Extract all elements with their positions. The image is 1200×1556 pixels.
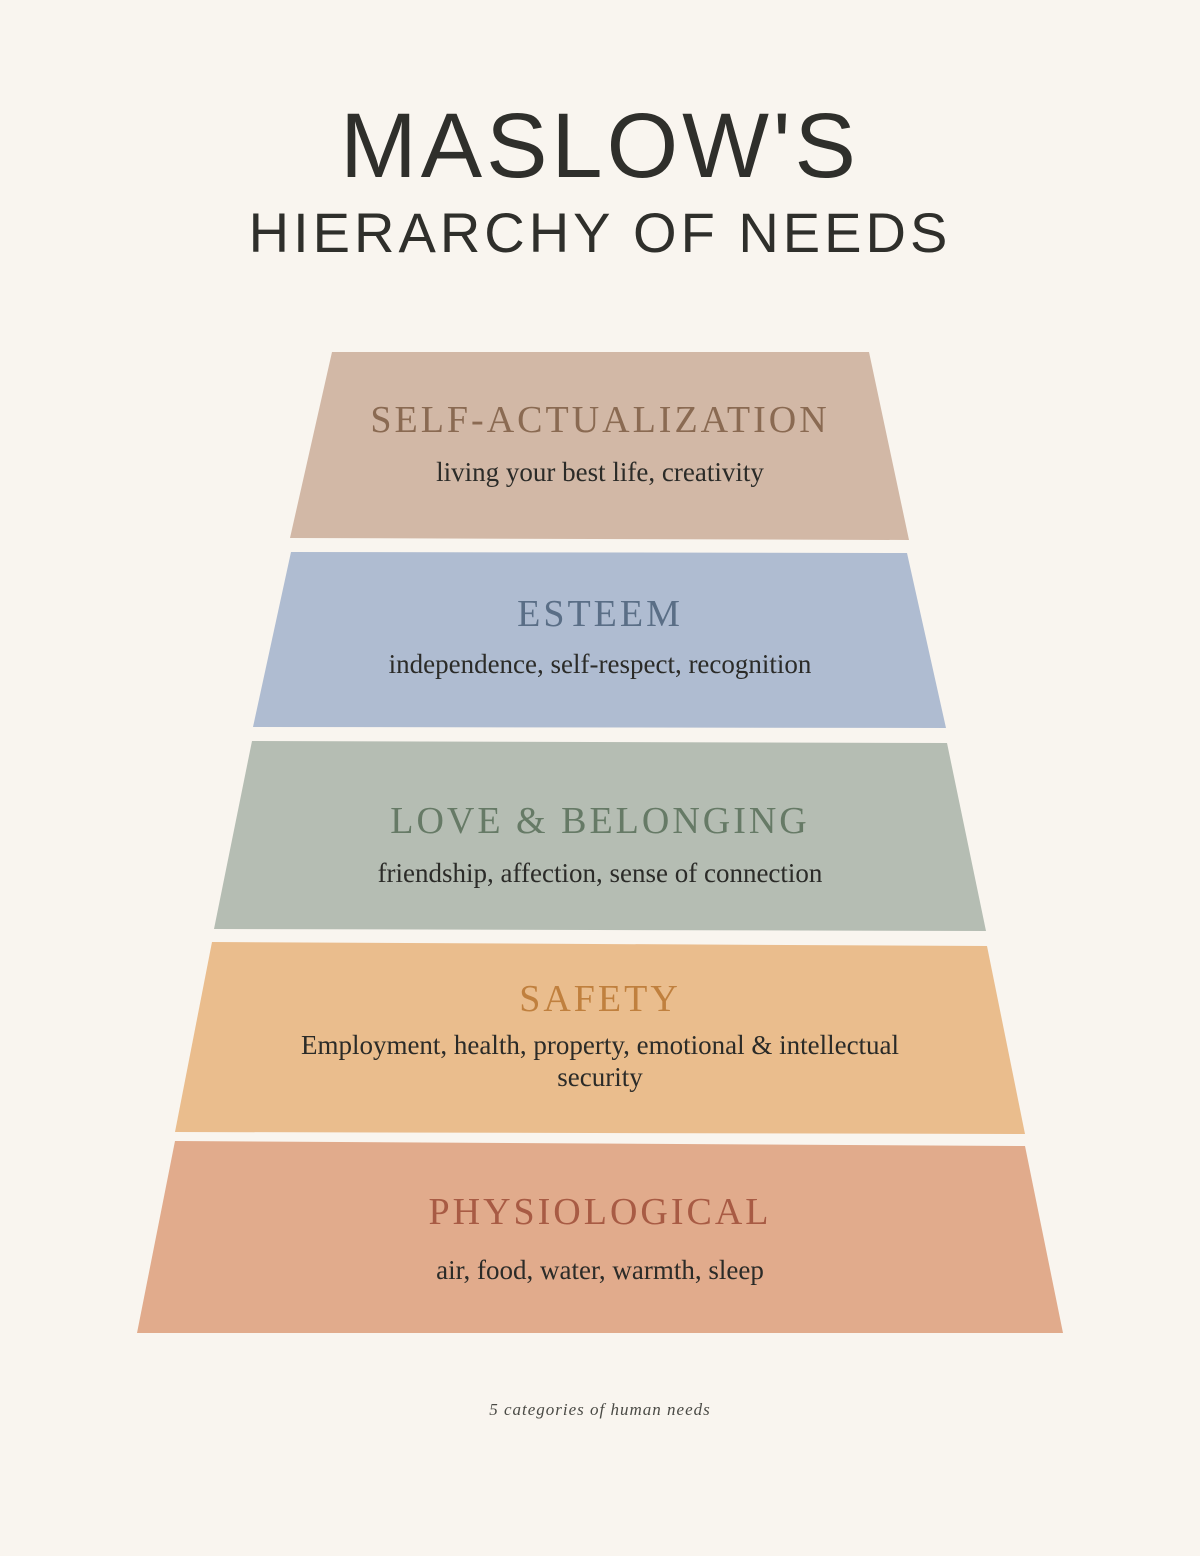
level-shape-love-belonging <box>214 741 986 931</box>
level-shape-safety <box>175 942 1025 1134</box>
level-title: SAFETY <box>519 978 681 1020</box>
page-subtitle: HIERARCHY OF NEEDS <box>248 201 952 264</box>
level-title: PHYSIOLOGICAL <box>428 1191 772 1233</box>
level-title: LOVE & BELONGING <box>390 800 810 842</box>
level-title: ESTEEM <box>517 593 683 635</box>
level-shape-esteem <box>253 552 946 728</box>
level-description: independence, self-respect, recognition <box>388 649 812 679</box>
level-description: air, food, water, warmth, sleep <box>436 1255 764 1285</box>
level-description: Employment, health, property, emotional … <box>300 1030 900 1092</box>
level-self-actualization: SELF-ACTUALIZATION living your best life… <box>0 398 1200 488</box>
level-safety: SAFETY Employment, health, property, emo… <box>0 977 1200 1093</box>
page-title: MASLOW'S <box>340 95 860 197</box>
level-description: living your best life, creativity <box>436 457 764 487</box>
footer-caption: 5 categories of human needs <box>489 1400 711 1419</box>
level-shape-self-actualization <box>290 352 909 540</box>
level-esteem: ESTEEM independence, self-respect, recog… <box>0 592 1200 680</box>
level-title: SELF-ACTUALIZATION <box>370 399 830 441</box>
level-shape-physiological <box>137 1141 1063 1333</box>
level-love-belonging: LOVE & BELONGING friendship, affection, … <box>0 799 1200 889</box>
level-description: friendship, affection, sense of connecti… <box>377 858 823 888</box>
level-physiological: PHYSIOLOGICAL air, food, water, warmth, … <box>0 1190 1200 1286</box>
